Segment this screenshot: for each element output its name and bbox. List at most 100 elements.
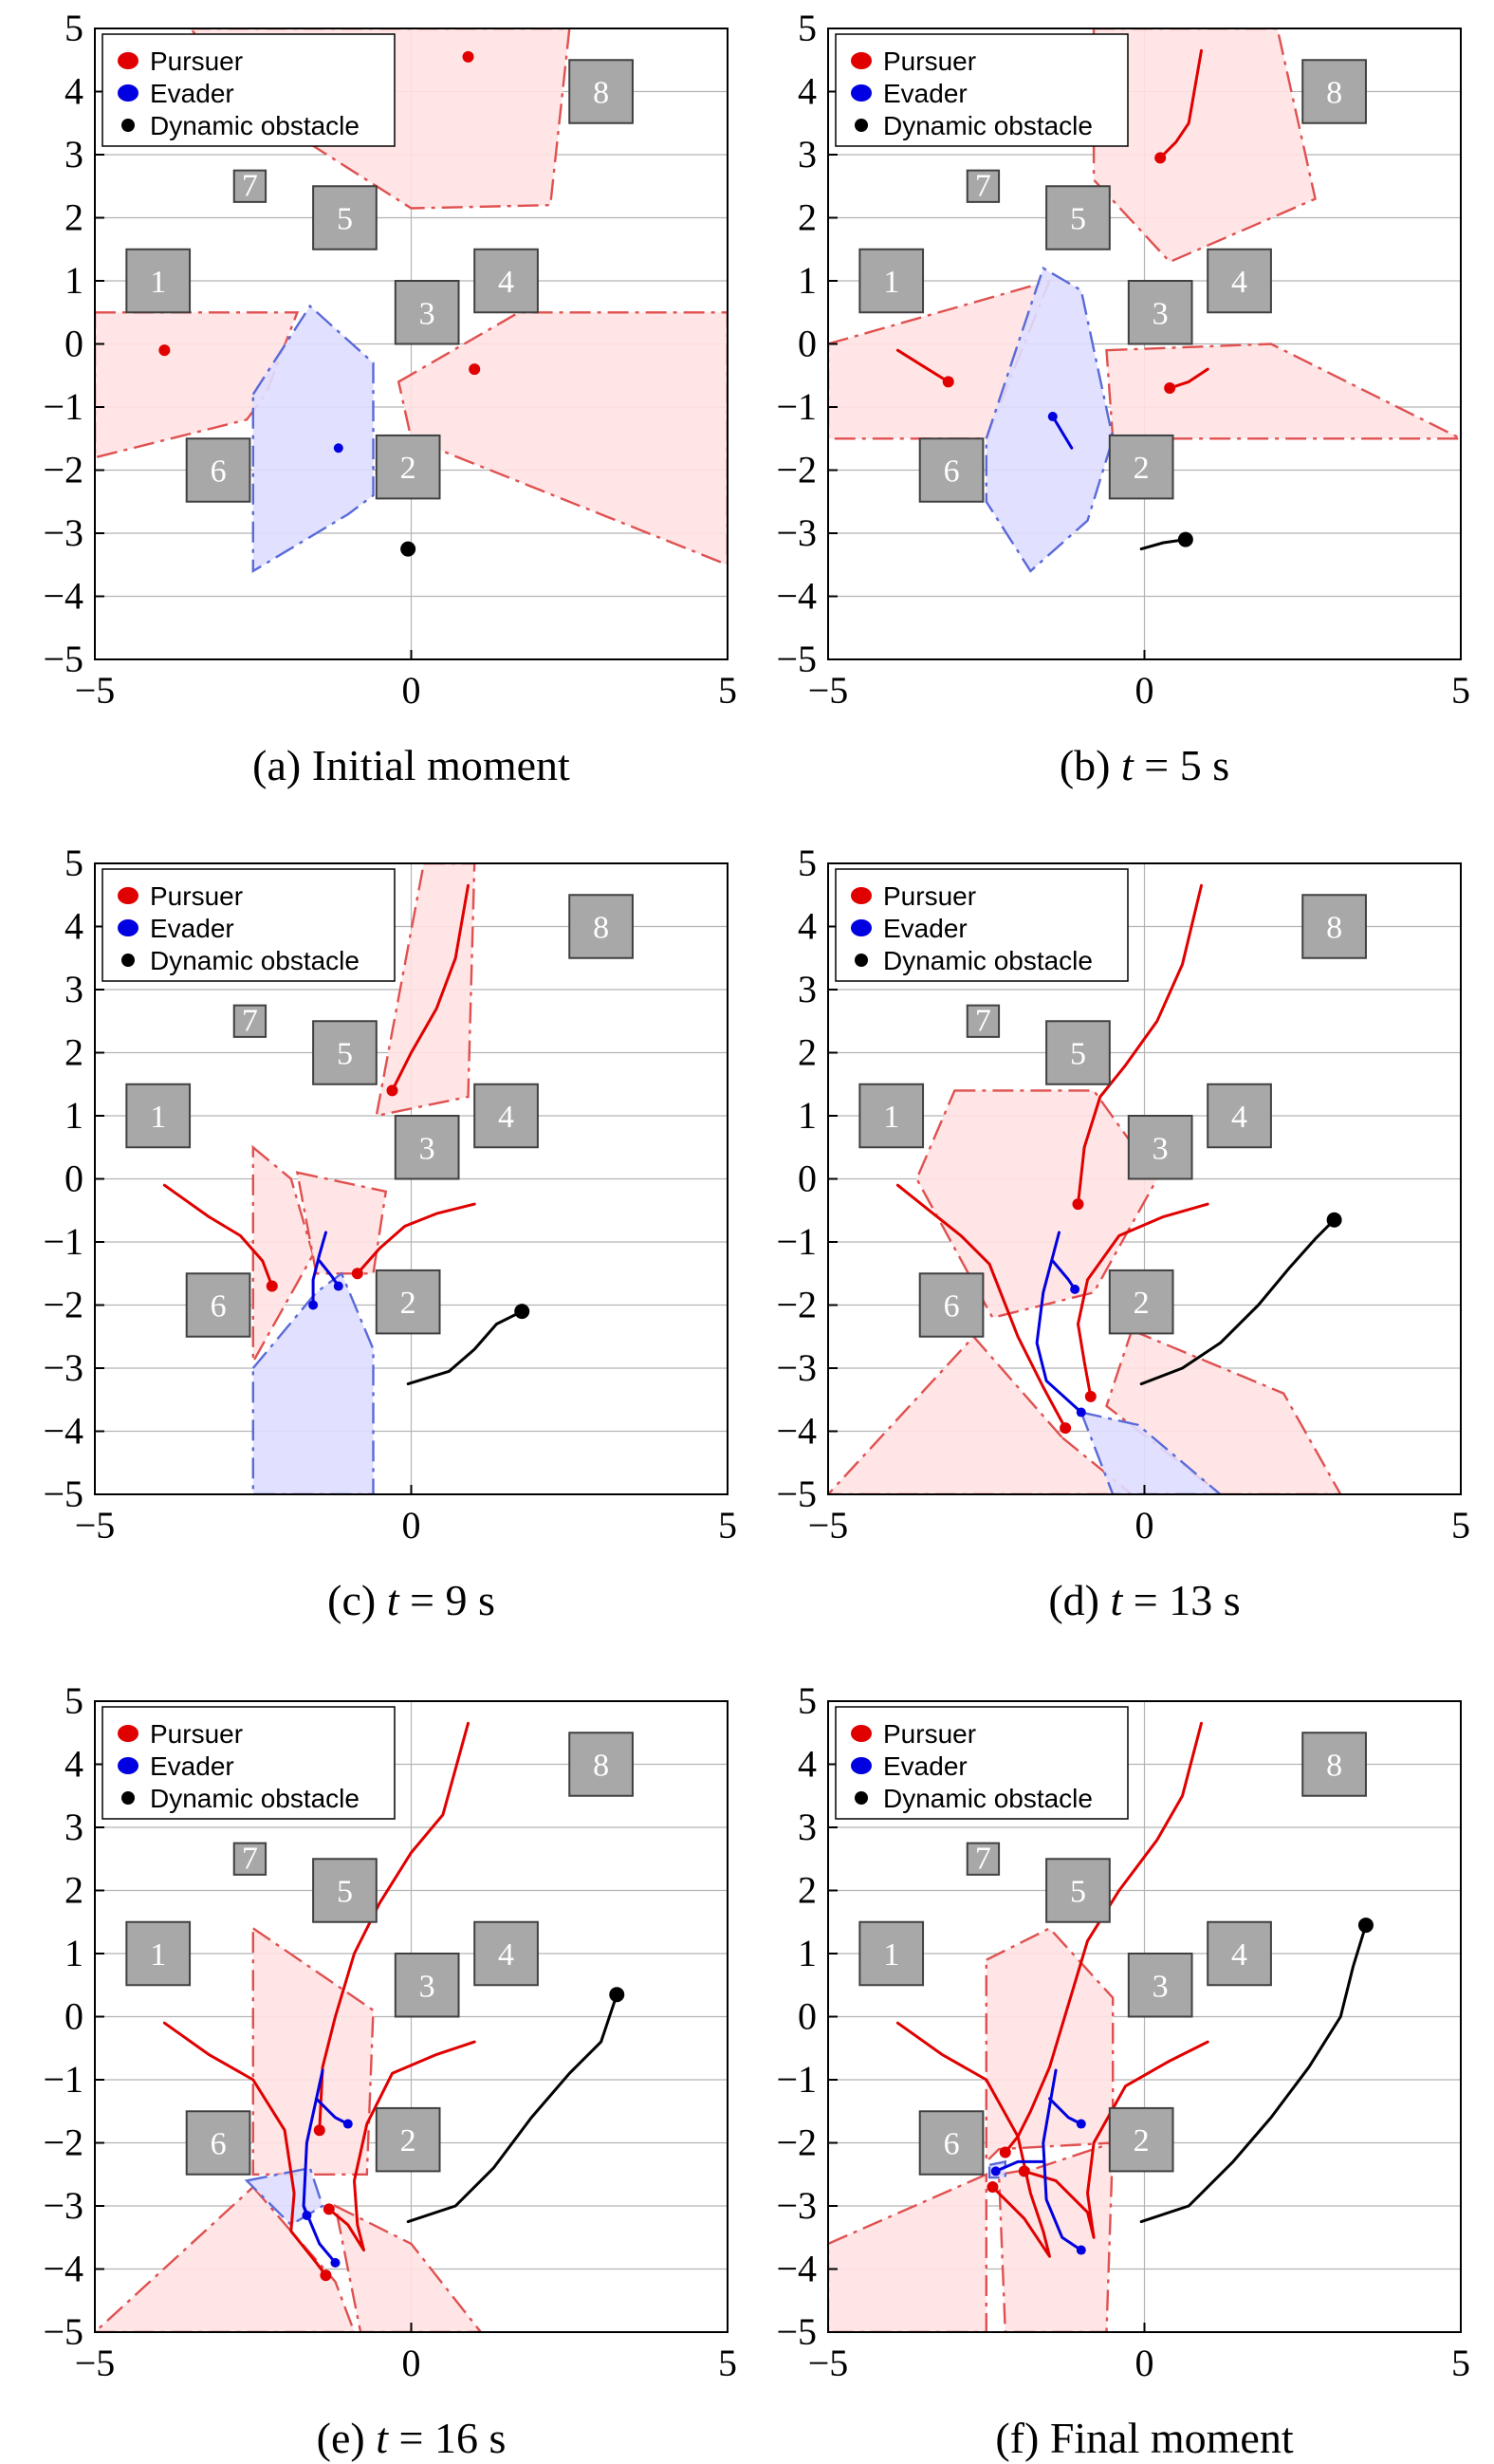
pursuer-position xyxy=(1018,2165,1030,2177)
y-tick-label: −4 xyxy=(776,1410,817,1453)
static-obstacle-label: 7 xyxy=(975,1003,991,1038)
data-layer xyxy=(162,863,530,1494)
static-obstacle-3 xyxy=(1127,1953,1193,2018)
legend-marker-dynamic-obstacle xyxy=(121,119,135,132)
evader-trajectory xyxy=(1051,415,1074,450)
caption-variable: t xyxy=(1121,741,1134,789)
panel-caption: (b) t = 5 s xyxy=(1060,741,1229,789)
static-obstacle-5 xyxy=(312,185,378,250)
static-obstacle-7 xyxy=(966,1004,1001,1038)
static-obstacle-3 xyxy=(1127,1115,1193,1180)
pursuer-position xyxy=(323,2203,335,2215)
legend-marker-evader xyxy=(851,919,872,936)
static-obstacle-label: 7 xyxy=(975,1841,991,1876)
pursuer-region xyxy=(1105,343,1461,440)
x-tick-label: 0 xyxy=(402,1504,421,1547)
legend-marker-evader xyxy=(851,1757,872,1774)
static-obstacle-label: 2 xyxy=(1134,2123,1150,2158)
y-tick-label: 1 xyxy=(65,1094,83,1137)
y-tick-label: −5 xyxy=(776,2310,817,2353)
dynamic-obstacle-trajectory xyxy=(406,1309,524,1386)
static-obstacle-5 xyxy=(1045,185,1111,250)
evader-position xyxy=(1076,2245,1086,2255)
pursuer-position xyxy=(1084,1390,1097,1402)
y-tick-label: −4 xyxy=(776,575,817,618)
static-obstacle-label: 1 xyxy=(150,1937,166,1973)
static-obstacle-7 xyxy=(232,1842,267,1876)
y-tick-label: −3 xyxy=(43,2184,83,2227)
dynamic-obstacle-trajectory xyxy=(406,1992,618,2224)
static-obstacle-label: 2 xyxy=(400,1286,416,1321)
legend-label-pursuer: Pursuer xyxy=(150,46,243,76)
y-tick-label: 5 xyxy=(798,842,817,884)
legend-marker-pursuer xyxy=(118,1725,138,1742)
caption-prefix: (a) Initial moment xyxy=(252,741,570,789)
pursuer-region xyxy=(333,2203,483,2332)
panel-caption: (f) Final moment xyxy=(995,2414,1293,2462)
pursuer-trajectory xyxy=(327,2040,476,2252)
pursuer-region xyxy=(95,2185,356,2332)
legend-label-pursuer: Pursuer xyxy=(883,1719,976,1749)
y-tick-label: 1 xyxy=(65,259,83,302)
evader-trajectory xyxy=(1042,2068,1083,2252)
pursuer-region xyxy=(397,311,728,566)
evader-position xyxy=(1070,1284,1080,1294)
static-obstacle-label: 5 xyxy=(337,1875,353,1910)
pursuer-position xyxy=(1060,1422,1072,1435)
static-obstacle-2 xyxy=(375,434,441,500)
y-tick-label: −4 xyxy=(43,1410,83,1453)
static-obstacle-1 xyxy=(858,248,925,314)
x-tick-label: 0 xyxy=(402,2342,421,2384)
y-tick-label: −2 xyxy=(776,449,817,491)
y-tick-label: 4 xyxy=(65,905,83,948)
pursuer-region xyxy=(1105,1328,1342,1494)
legend-marker-dynamic-obstacle xyxy=(121,954,135,967)
caption-suffix: = 13 s xyxy=(1122,1576,1240,1624)
pursuer-trajectory xyxy=(391,883,470,1092)
evader-position xyxy=(990,2166,1001,2177)
data-layer xyxy=(828,1721,1374,2332)
static-obstacle-label: 8 xyxy=(593,76,609,111)
legend-marker-pursuer xyxy=(118,887,138,904)
pursuer-region xyxy=(997,2140,1115,2332)
pursuer-trajectory xyxy=(318,1721,470,2132)
static-obstacle-label: 4 xyxy=(498,1937,514,1973)
y-tick-label: −1 xyxy=(776,1220,817,1263)
static-obstacle-8 xyxy=(1301,894,1367,959)
legend-box xyxy=(835,33,1129,147)
static-obstacle-4 xyxy=(1207,1920,1272,1987)
y-tick-label: 0 xyxy=(798,1158,817,1200)
data-layer xyxy=(95,1721,625,2332)
data-layer xyxy=(828,883,1342,1494)
caption-variable: t xyxy=(387,1576,400,1624)
pursuer-position xyxy=(266,1280,278,1292)
y-tick-label: −2 xyxy=(43,2121,83,2164)
legend-label-dynamic-obstacle: Dynamic obstacle xyxy=(883,111,1093,140)
static-obstacle-4 xyxy=(1207,1083,1272,1149)
y-tick-label: −2 xyxy=(43,1284,83,1326)
evader-trajectory xyxy=(994,2159,1045,2173)
evader-position xyxy=(308,1300,319,1310)
evader-region xyxy=(1079,1410,1223,1494)
legend-label-pursuer: Pursuer xyxy=(150,1719,243,1749)
legend-box xyxy=(101,868,396,982)
y-tick-label: −5 xyxy=(776,1473,817,1515)
static-obstacle-label: 3 xyxy=(1153,296,1169,331)
static-obstacle-label: 1 xyxy=(883,265,899,300)
y-tick-label: −4 xyxy=(43,575,83,618)
pursuer-region xyxy=(828,2172,988,2332)
panel-caption: (d) t = 13 s xyxy=(1048,1576,1240,1624)
static-obstacle-label: 2 xyxy=(1134,451,1150,486)
x-tick-label: −5 xyxy=(808,1504,849,1547)
pursuer-position xyxy=(462,50,474,63)
legend-label-pursuer: Pursuer xyxy=(150,881,243,911)
evader-region xyxy=(251,304,375,574)
static-obstacle-4 xyxy=(473,248,539,314)
legend-box xyxy=(835,868,1129,982)
y-tick-label: 3 xyxy=(798,133,817,176)
static-obstacle-label: 1 xyxy=(883,1100,899,1135)
caption-prefix: (d) xyxy=(1048,1576,1110,1624)
